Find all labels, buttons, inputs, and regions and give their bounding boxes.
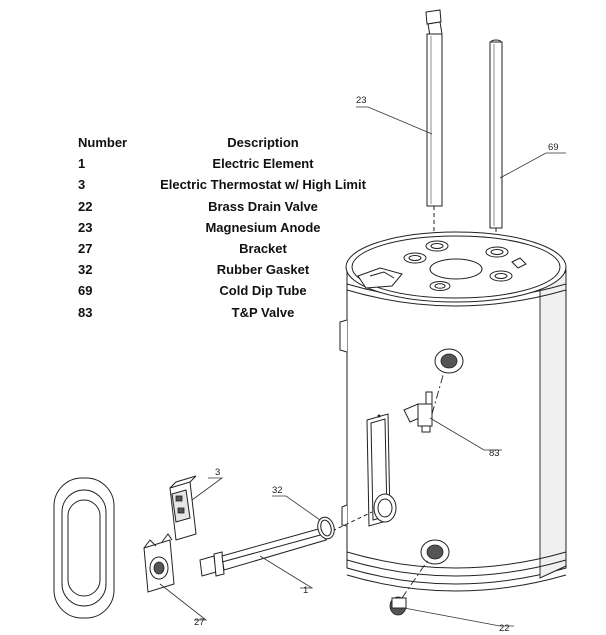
part-description: Rubber Gasket <box>216 262 310 278</box>
table-row: 23 Magnesium Anode <box>78 217 378 238</box>
callout-32: 32 <box>272 485 283 496</box>
part-number: 27 <box>78 241 93 257</box>
callout-83: 83 <box>489 448 500 459</box>
table-row: 22 Brass Drain Valve <box>78 196 378 217</box>
brass-drain-valve <box>389 559 429 616</box>
electric-element <box>199 511 373 577</box>
part-number: 22 <box>78 198 93 214</box>
table-row: 83 T&P Valve <box>78 302 378 323</box>
part-description: Brass Drain Valve <box>208 198 318 214</box>
callout-labels: 23 69 83 3 32 1 27 22 <box>194 95 559 634</box>
part-number: 3 <box>78 177 86 193</box>
callout-1: 1 <box>303 585 308 596</box>
part-number: 1 <box>78 156 86 172</box>
table-row: 32 Rubber Gasket <box>78 259 378 280</box>
part-description: T&P Valve <box>231 304 295 320</box>
tp-valve <box>403 371 445 433</box>
electric-thermostat <box>169 475 197 541</box>
part-description: Magnesium Anode <box>205 219 321 235</box>
part-number: 83 <box>78 304 93 320</box>
table-row: 1 Electric Element <box>78 153 378 174</box>
callout-23: 23 <box>356 95 367 106</box>
rubber-gasket <box>317 516 335 540</box>
cold-dip-tube <box>489 39 503 250</box>
table-row: 69 Cold Dip Tube <box>78 280 378 301</box>
part-number: 69 <box>78 283 93 299</box>
part-number: 23 <box>78 219 93 235</box>
table-row: 27 Bracket <box>78 238 378 259</box>
table-row: 3 Electric Thermostat w/ High Limit <box>78 174 378 195</box>
part-description: Bracket <box>239 241 287 257</box>
part-number: 32 <box>78 262 93 278</box>
part-description: Cold Dip Tube <box>219 283 307 299</box>
callout-27: 27 <box>194 617 205 628</box>
water-heater-tank <box>339 231 567 592</box>
header-description: Description <box>227 135 299 150</box>
leader-lines <box>159 106 566 627</box>
bracket <box>143 533 175 593</box>
callout-69: 69 <box>548 142 559 153</box>
part-description: Electric Element <box>212 156 314 172</box>
access-cover <box>53 477 115 619</box>
parts-table: Number Description 1 Electric Element 3 … <box>78 132 378 323</box>
callout-3: 3 <box>215 467 220 478</box>
part-description: Electric Thermostat w/ High Limit <box>160 177 366 193</box>
magnesium-anode <box>425 9 443 240</box>
header-number: Number <box>78 135 128 150</box>
parts-table-header: Number Description <box>78 132 378 153</box>
callout-22: 22 <box>499 623 510 634</box>
